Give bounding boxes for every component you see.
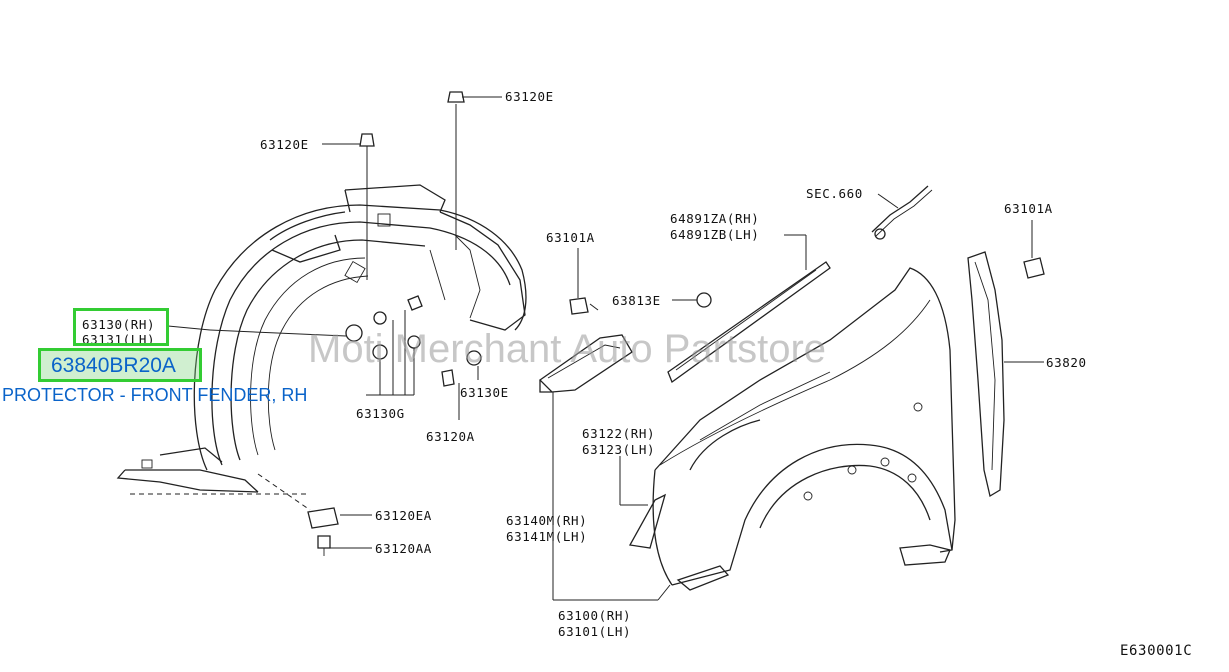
callout-63813e: 63813E <box>612 293 661 308</box>
callout-64891za: 64891ZA(RH) <box>670 211 759 226</box>
callout-63101a-mid: 63101A <box>546 230 595 245</box>
callout-63100: 63100(RH) <box>558 608 631 623</box>
callout-64891zb: 64891ZB(LH) <box>670 227 759 242</box>
fasteners <box>307 91 1045 556</box>
callout-63120aa: 63120AA <box>375 541 432 556</box>
part-description: PROTECTOR - FRONT FENDER, RH <box>2 385 308 405</box>
callout-63120ea: 63120EA <box>375 508 432 523</box>
watermark: Moti Merchant Auto Partstore <box>308 327 826 371</box>
callout-63141m: 63141M(LH) <box>506 529 587 544</box>
callout-63130-rh: 63130(RH) <box>82 317 155 332</box>
callout-63120a: 63120A <box>426 429 475 444</box>
callout-63122: 63122(RH) <box>582 426 655 441</box>
callout-63130e: 63130E <box>460 385 509 400</box>
callout-63120e-left: 63120E <box>260 137 309 152</box>
part-number: 63840BR20A <box>51 354 176 377</box>
callout-highlight-box <box>73 308 169 346</box>
fender-bracket-drawing <box>538 334 633 393</box>
fender-protector-drawing <box>116 184 527 493</box>
figure-code: E630001C <box>1120 643 1192 659</box>
callout-63820: 63820 <box>1046 355 1087 370</box>
callout-63123: 63123(LH) <box>582 442 655 457</box>
callout-63120e-top: 63120E <box>505 89 554 104</box>
fender-molding-drawing <box>667 261 831 384</box>
callout-63140m: 63140M(RH) <box>506 513 587 528</box>
callout-63101: 63101(LH) <box>558 624 631 639</box>
sec660-harness <box>871 185 933 240</box>
callout-63101a-right: 63101A <box>1004 201 1053 216</box>
front-fender-drawing <box>628 267 956 591</box>
part-number-box[interactable]: 63840BR20A <box>38 348 202 382</box>
fender-side-panel-drawing <box>967 251 1005 498</box>
leader-lines <box>130 96 1044 601</box>
callout-63130g: 63130G <box>356 406 405 421</box>
callout-sec660: SEC.660 <box>806 186 863 201</box>
